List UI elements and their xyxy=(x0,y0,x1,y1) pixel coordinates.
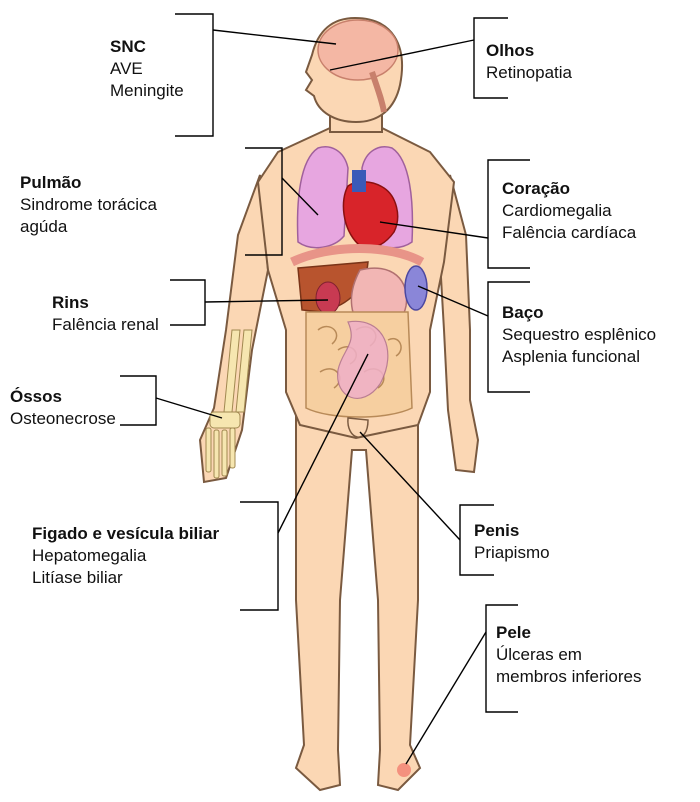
label-olhos-line-1: Retinopatia xyxy=(486,62,572,84)
label-rins-line-1: Falência renal xyxy=(52,314,159,336)
label-baco-line-1: Sequestro esplênico xyxy=(502,324,656,346)
label-figado-line-1: Hepatomegalia xyxy=(32,545,219,567)
brain xyxy=(318,20,398,80)
label-pulmao-line-2: agúda xyxy=(20,216,157,238)
label-pele: Pele Úlceras em membros inferiores xyxy=(496,622,642,688)
label-snc: SNC AVE Meningite xyxy=(110,36,184,102)
label-pulmao: Pulmão Sindrome torácica agúda xyxy=(20,172,157,238)
skin-ulcer xyxy=(397,763,411,777)
label-penis: Penis Priapismo xyxy=(474,520,550,564)
label-pele-line-1: Úlceras em xyxy=(496,644,642,666)
label-ossos-title: Óssos xyxy=(10,386,116,408)
label-snc-line-2: Meningite xyxy=(110,80,184,102)
label-pele-line-2: membros inferiores xyxy=(496,666,642,688)
label-rins: Rins Falência renal xyxy=(52,292,159,336)
label-penis-title: Penis xyxy=(474,520,550,542)
label-coracao-line-2: Falência cardíaca xyxy=(502,222,636,244)
label-ossos-line-1: Osteonecrose xyxy=(10,408,116,430)
label-snc-line-1: AVE xyxy=(110,58,184,80)
label-pele-title: Pele xyxy=(496,622,642,644)
label-figado-line-2: Litíase biliar xyxy=(32,567,219,589)
label-baco: Baço Sequestro esplênico Asplenia funcio… xyxy=(502,302,656,368)
label-rins-title: Rins xyxy=(52,292,159,314)
label-figado-title: Figado e vesícula biliar xyxy=(32,523,219,545)
label-snc-title: SNC xyxy=(110,36,184,58)
label-penis-line-1: Priapismo xyxy=(474,542,550,564)
label-figado: Figado e vesícula biliar Hepatomegalia L… xyxy=(32,523,219,589)
label-coracao-line-1: Cardiomegalia xyxy=(502,200,636,222)
label-coracao: Coração Cardiomegalia Falência cardíaca xyxy=(502,178,636,244)
label-baco-line-2: Asplenia funcional xyxy=(502,346,656,368)
label-olhos-title: Olhos xyxy=(486,40,572,62)
label-baco-title: Baço xyxy=(502,302,656,324)
label-coracao-title: Coração xyxy=(502,178,636,200)
label-ossos: Óssos Osteonecrose xyxy=(10,386,116,430)
label-pulmao-title: Pulmão xyxy=(20,172,157,194)
label-olhos: Olhos Retinopatia xyxy=(486,40,572,84)
label-pulmao-line-1: Sindrome torácica xyxy=(20,194,157,216)
aorta xyxy=(352,170,366,192)
kidney xyxy=(316,282,340,314)
